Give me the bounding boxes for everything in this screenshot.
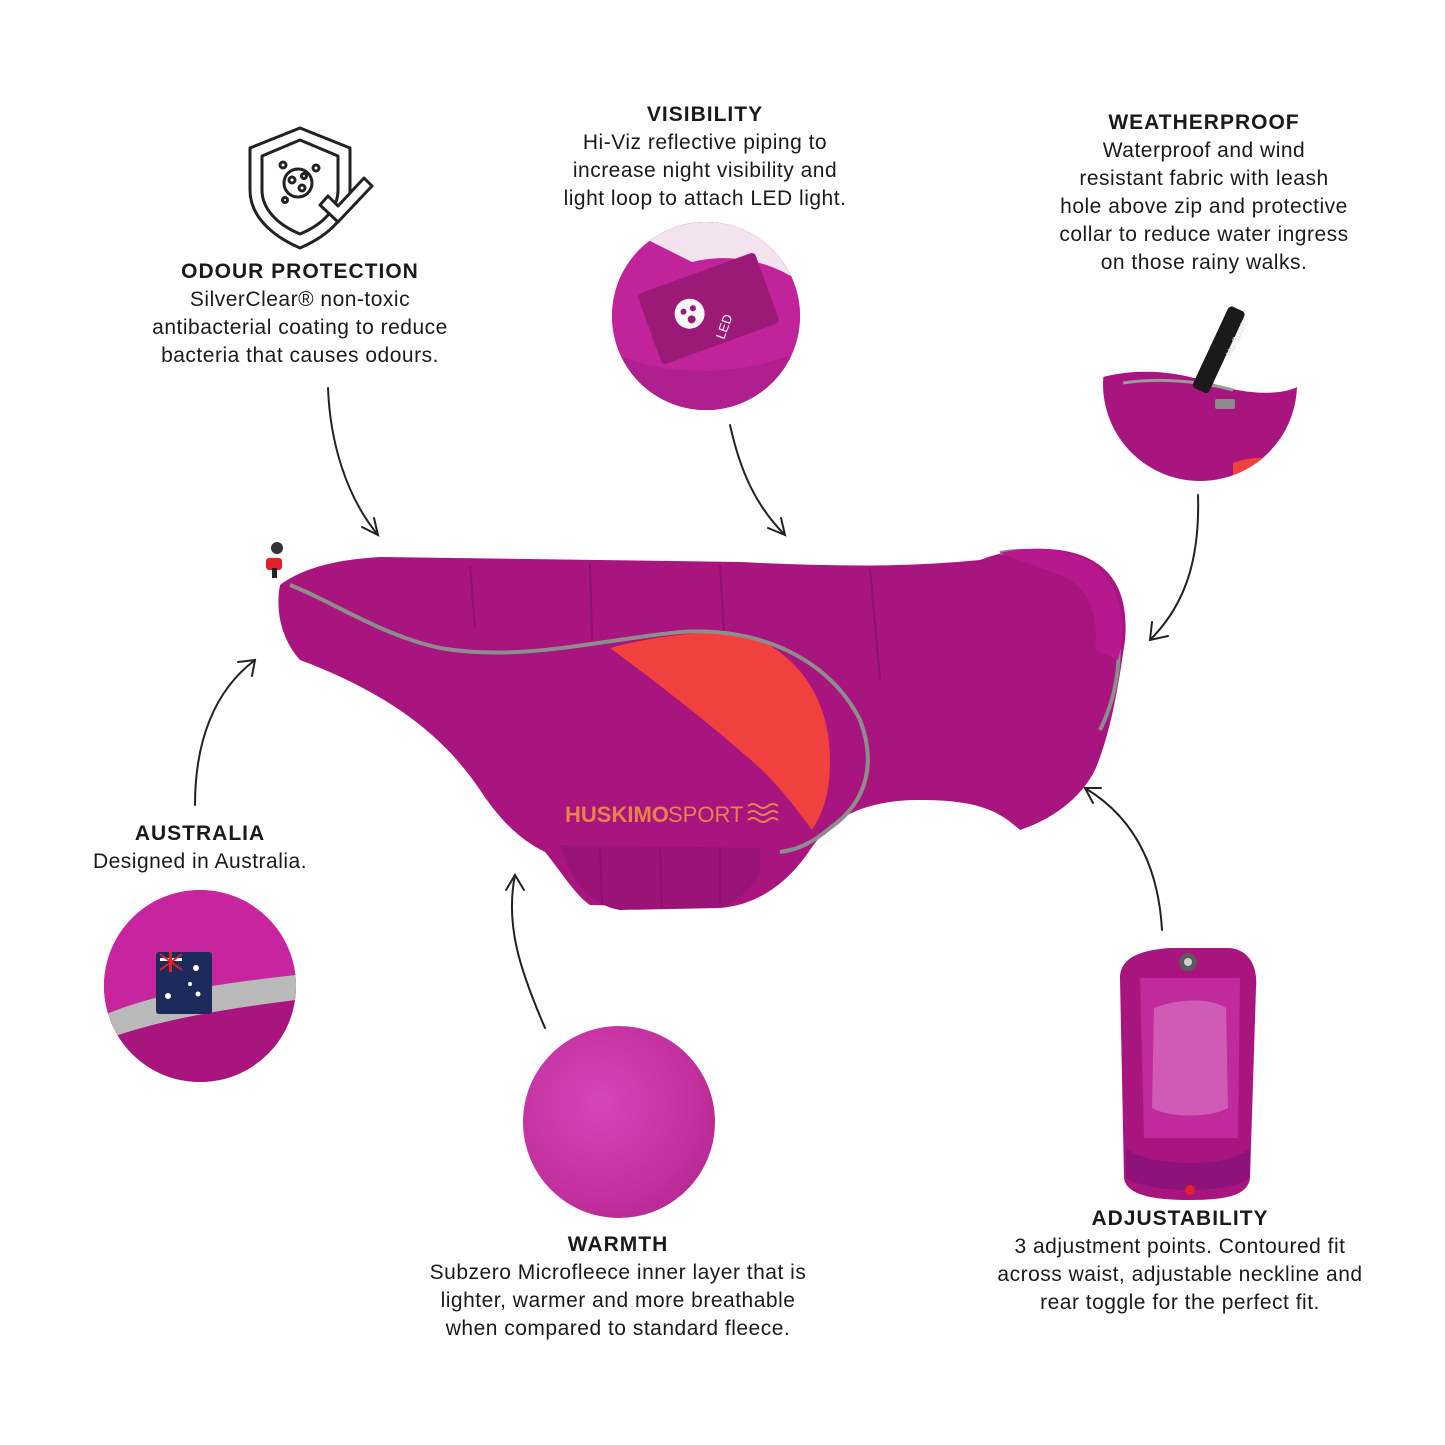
arrow-adjustability [1084, 787, 1163, 931]
leash-hole-closeup: Hu-Sport [1103, 287, 1297, 481]
microfleece-closeup [523, 1026, 715, 1218]
feature-desc-line: when compared to standard fleece. [445, 1317, 791, 1340]
australia-flag-icon [156, 952, 212, 1014]
feature-desc-line: increase night visibility and [572, 159, 838, 182]
brand-huskimo: HUSKIMO [565, 802, 669, 827]
feature-desc-line: collar to reduce water ingress [1059, 223, 1349, 246]
feature-desc-line: resistant fabric with leash [1079, 167, 1329, 190]
feature-adjustability: ADJUSTABILITY 3 adjustment points. Conto… [950, 1205, 1410, 1317]
feature-desc-line: Waterproof and wind [1102, 139, 1306, 162]
feature-desc-line: light loop to attach LED light. [563, 187, 847, 210]
feature-odour-protection: ODOUR PROTECTION SilverClear® non-toxic … [100, 258, 500, 370]
feature-desc-line: antibacterial coating to reduce [152, 316, 448, 339]
feature-desc-line: Hi-Viz reflective piping to [582, 131, 828, 154]
feature-title: WARMTH [567, 1233, 669, 1256]
feature-desc-line: 3 adjustment points. Contoured fit [1014, 1235, 1346, 1258]
feature-desc-line: Designed in Australia. [92, 850, 308, 873]
feature-desc-line: SilverClear® non-toxic [189, 288, 411, 311]
arrow-visibility [729, 424, 786, 536]
australia-label-closeup [104, 890, 296, 1082]
feature-desc-line: hole above zip and protective [1060, 195, 1348, 218]
feature-warmth: WARMTH Subzero Microfleece inner layer t… [368, 1231, 868, 1343]
paw-icon [674, 298, 705, 329]
arrow-warmth [510, 874, 546, 1029]
feature-title: ODOUR PROTECTION [181, 260, 419, 283]
feature-australia: AUSTRALIA Designed in Australia. [30, 820, 370, 876]
wave-icon [747, 803, 779, 823]
brand-sport: SPORT [668, 802, 743, 827]
feature-title: VISIBILITY [646, 103, 764, 126]
arrow-australia [194, 659, 256, 806]
feature-desc-line: lighter, warmer and more breathable [440, 1289, 796, 1312]
feature-title: WEATHERPROOF [1108, 111, 1300, 134]
feature-desc-line: rear toggle for the perfect fit. [1040, 1291, 1320, 1314]
feature-desc-line: across waist, adjustable neckline and [997, 1263, 1363, 1286]
feature-desc-line: bacteria that causes odours. [161, 344, 439, 367]
feature-desc-line: Subzero Microfleece inner layer that is [429, 1261, 807, 1284]
adjustable-back-view [1110, 938, 1265, 1203]
arrow-weatherproof [1149, 494, 1200, 641]
feature-title: ADJUSTABILITY [1091, 1207, 1269, 1230]
feature-visibility: VISIBILITY Hi-Viz reflective piping to i… [505, 101, 905, 213]
feature-weatherproof: WEATHERPROOF Waterproof and wind resista… [1004, 109, 1404, 277]
led-loop-closeup: LED [612, 222, 800, 410]
feature-desc-line: on those rainy walks. [1100, 251, 1308, 274]
arrow-odour [327, 387, 379, 536]
feature-title: AUSTRALIA [134, 822, 266, 845]
